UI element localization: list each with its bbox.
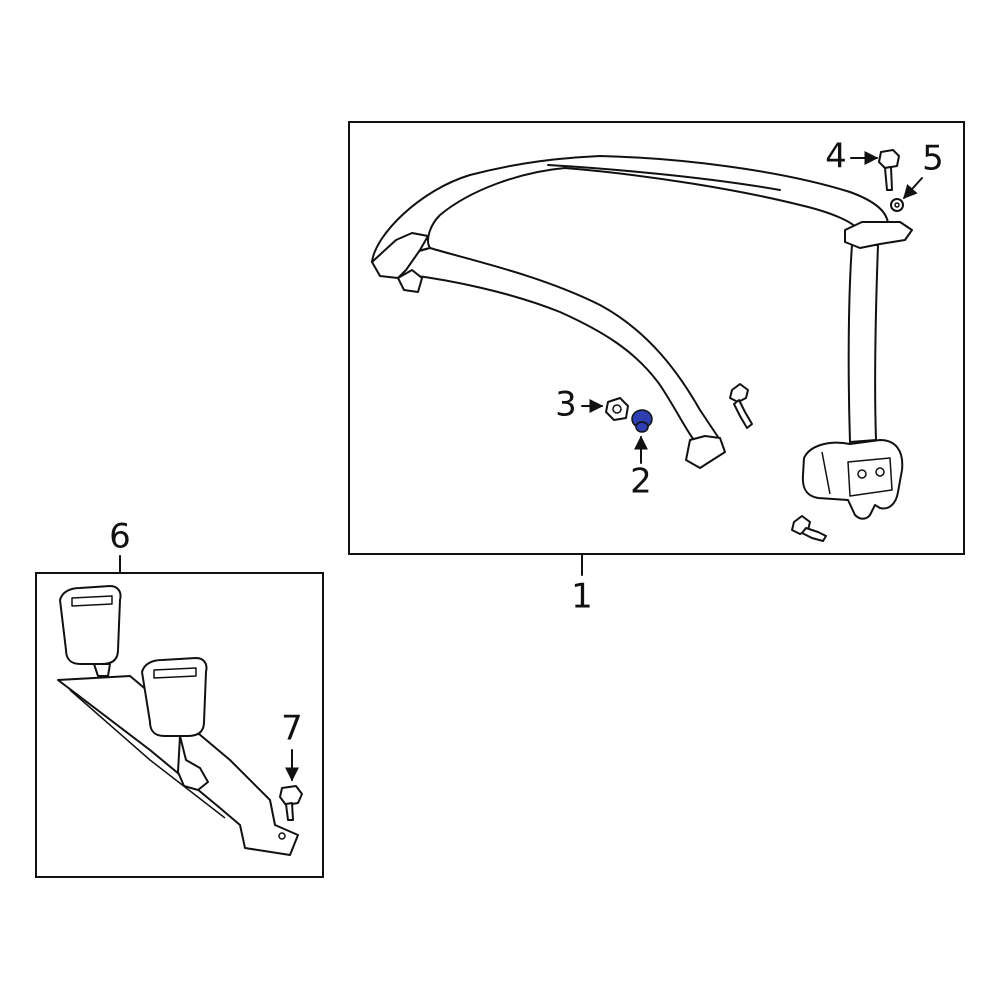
callout-1: 1 — [571, 577, 593, 617]
callout-5-arrow — [903, 177, 923, 200]
callout-2: 2 — [630, 462, 652, 502]
bolt-part-7 — [279, 785, 303, 821]
retractor — [801, 439, 904, 520]
buckle-1 — [59, 585, 122, 677]
buckle-2 — [141, 657, 209, 791]
clip-part-2-highlighted — [631, 409, 653, 433]
washer-part-5 — [890, 198, 904, 212]
assembly-panel-1: 3 2 4 5 1 — [348, 121, 965, 617]
callout-6: 6 — [109, 517, 131, 557]
nut-part-3 — [605, 397, 629, 421]
bolt-part-4 — [878, 149, 900, 191]
bolt-upper-anchor — [729, 383, 753, 429]
callout-4: 4 — [825, 137, 847, 177]
callout-3: 3 — [555, 385, 577, 425]
callout-5: 5 — [922, 139, 944, 179]
assembly-panel-6: 6 7 — [35, 517, 324, 878]
callout-7: 7 — [281, 709, 303, 749]
seat-belt-webbing — [371, 155, 913, 469]
bolt-lower-anchor — [791, 515, 827, 542]
